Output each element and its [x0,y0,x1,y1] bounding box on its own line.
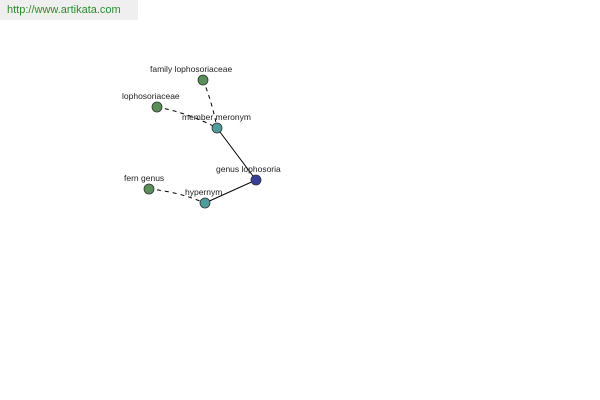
node-circle-lophosoriaceae[interactable] [151,101,163,113]
node-genus-lophosoria[interactable]: genus lophosoria [216,164,281,186]
edge-lophosoriaceae-to-member-meronym [156,106,218,129]
edge-member-meronym-to-genus-lophosoria [216,127,257,181]
node-label-fern-genus: fern genus [124,173,164,183]
node-label-genus-lophosoria: genus lophosoria [216,164,281,174]
node-label-member-meronym: member meronym [182,112,251,122]
node-circle-member-meronym[interactable] [211,122,223,134]
node-circle-family-lophosoriaceae[interactable] [197,74,209,86]
source-url[interactable]: http://www.artikata.com [0,0,138,20]
edge-hypernym-to-genus-lophosoria [204,179,257,204]
node-label-hypernym: hypernym [185,187,222,197]
node-hypernym[interactable]: hypernym [185,187,222,209]
node-circle-hypernym[interactable] [199,197,211,209]
nodes-layer: family lophosoriaceae lophosoriaceae membe… [122,64,281,209]
edges-layer [148,79,257,204]
node-circle-genus-lophosoria[interactable] [250,174,262,186]
node-circle-fern-genus[interactable] [143,183,155,195]
node-label-family-lophosoriaceae: family lophosoriaceae [150,64,232,74]
edge-family-lophosoriaceae-to-member-meronym [202,79,218,129]
node-family-lophosoriaceae[interactable]: family lophosoriaceae [150,64,232,86]
node-fern-genus[interactable]: fern genus [124,173,164,195]
node-member-meronym[interactable]: member meronym [182,112,251,134]
node-lophosoriaceae[interactable]: lophosoriaceae [122,91,180,113]
node-label-lophosoriaceae: lophosoriaceae [122,91,180,101]
